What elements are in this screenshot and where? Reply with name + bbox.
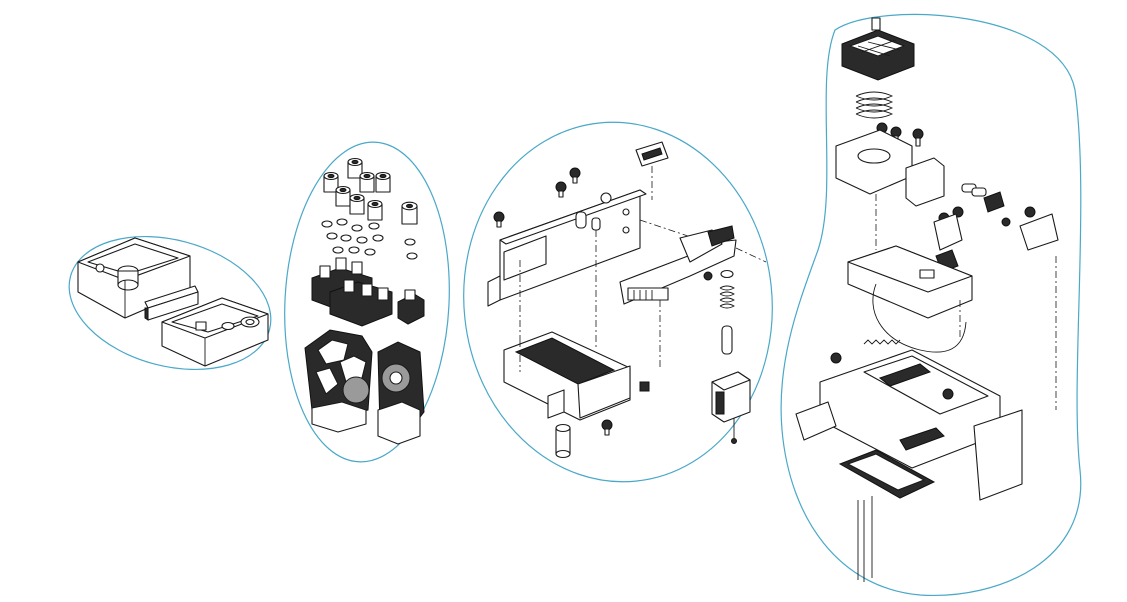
support-post [555,423,571,459]
side-frame [487,189,731,350]
gasket-strip [144,285,199,321]
group-4-cap-station [780,13,1082,597]
cover-housing-bottom [161,297,269,367]
bracket-plate [635,141,669,200]
lever-arm [619,225,767,370]
wiper-blade [838,449,936,499]
slider-parts [933,183,1059,273]
cap-holder [835,129,945,250]
group-1-outline [68,235,272,371]
drain-tray [503,331,631,421]
group-2-outline [284,141,450,463]
spring [703,269,735,355]
tube [872,283,967,353]
pump-body-set [304,329,425,445]
group-2-pump-assembly [284,141,450,463]
tension-spring [863,339,901,345]
screws [493,167,650,436]
base-plate [847,245,973,340]
washer-set [321,218,418,260]
group-4-outline [780,13,1082,597]
cover-housing-top [77,237,191,319]
cap-head [841,17,915,81]
solenoid [711,371,751,444]
group-3-frame-assembly [463,121,773,483]
group-3-outline [463,121,773,483]
nut-set [323,157,418,225]
wiper-frame [795,256,1057,501]
coil-spring [855,91,894,119]
rods [857,496,873,582]
valve-connector-set [311,257,425,327]
group-1-cover-assembly [68,235,272,371]
